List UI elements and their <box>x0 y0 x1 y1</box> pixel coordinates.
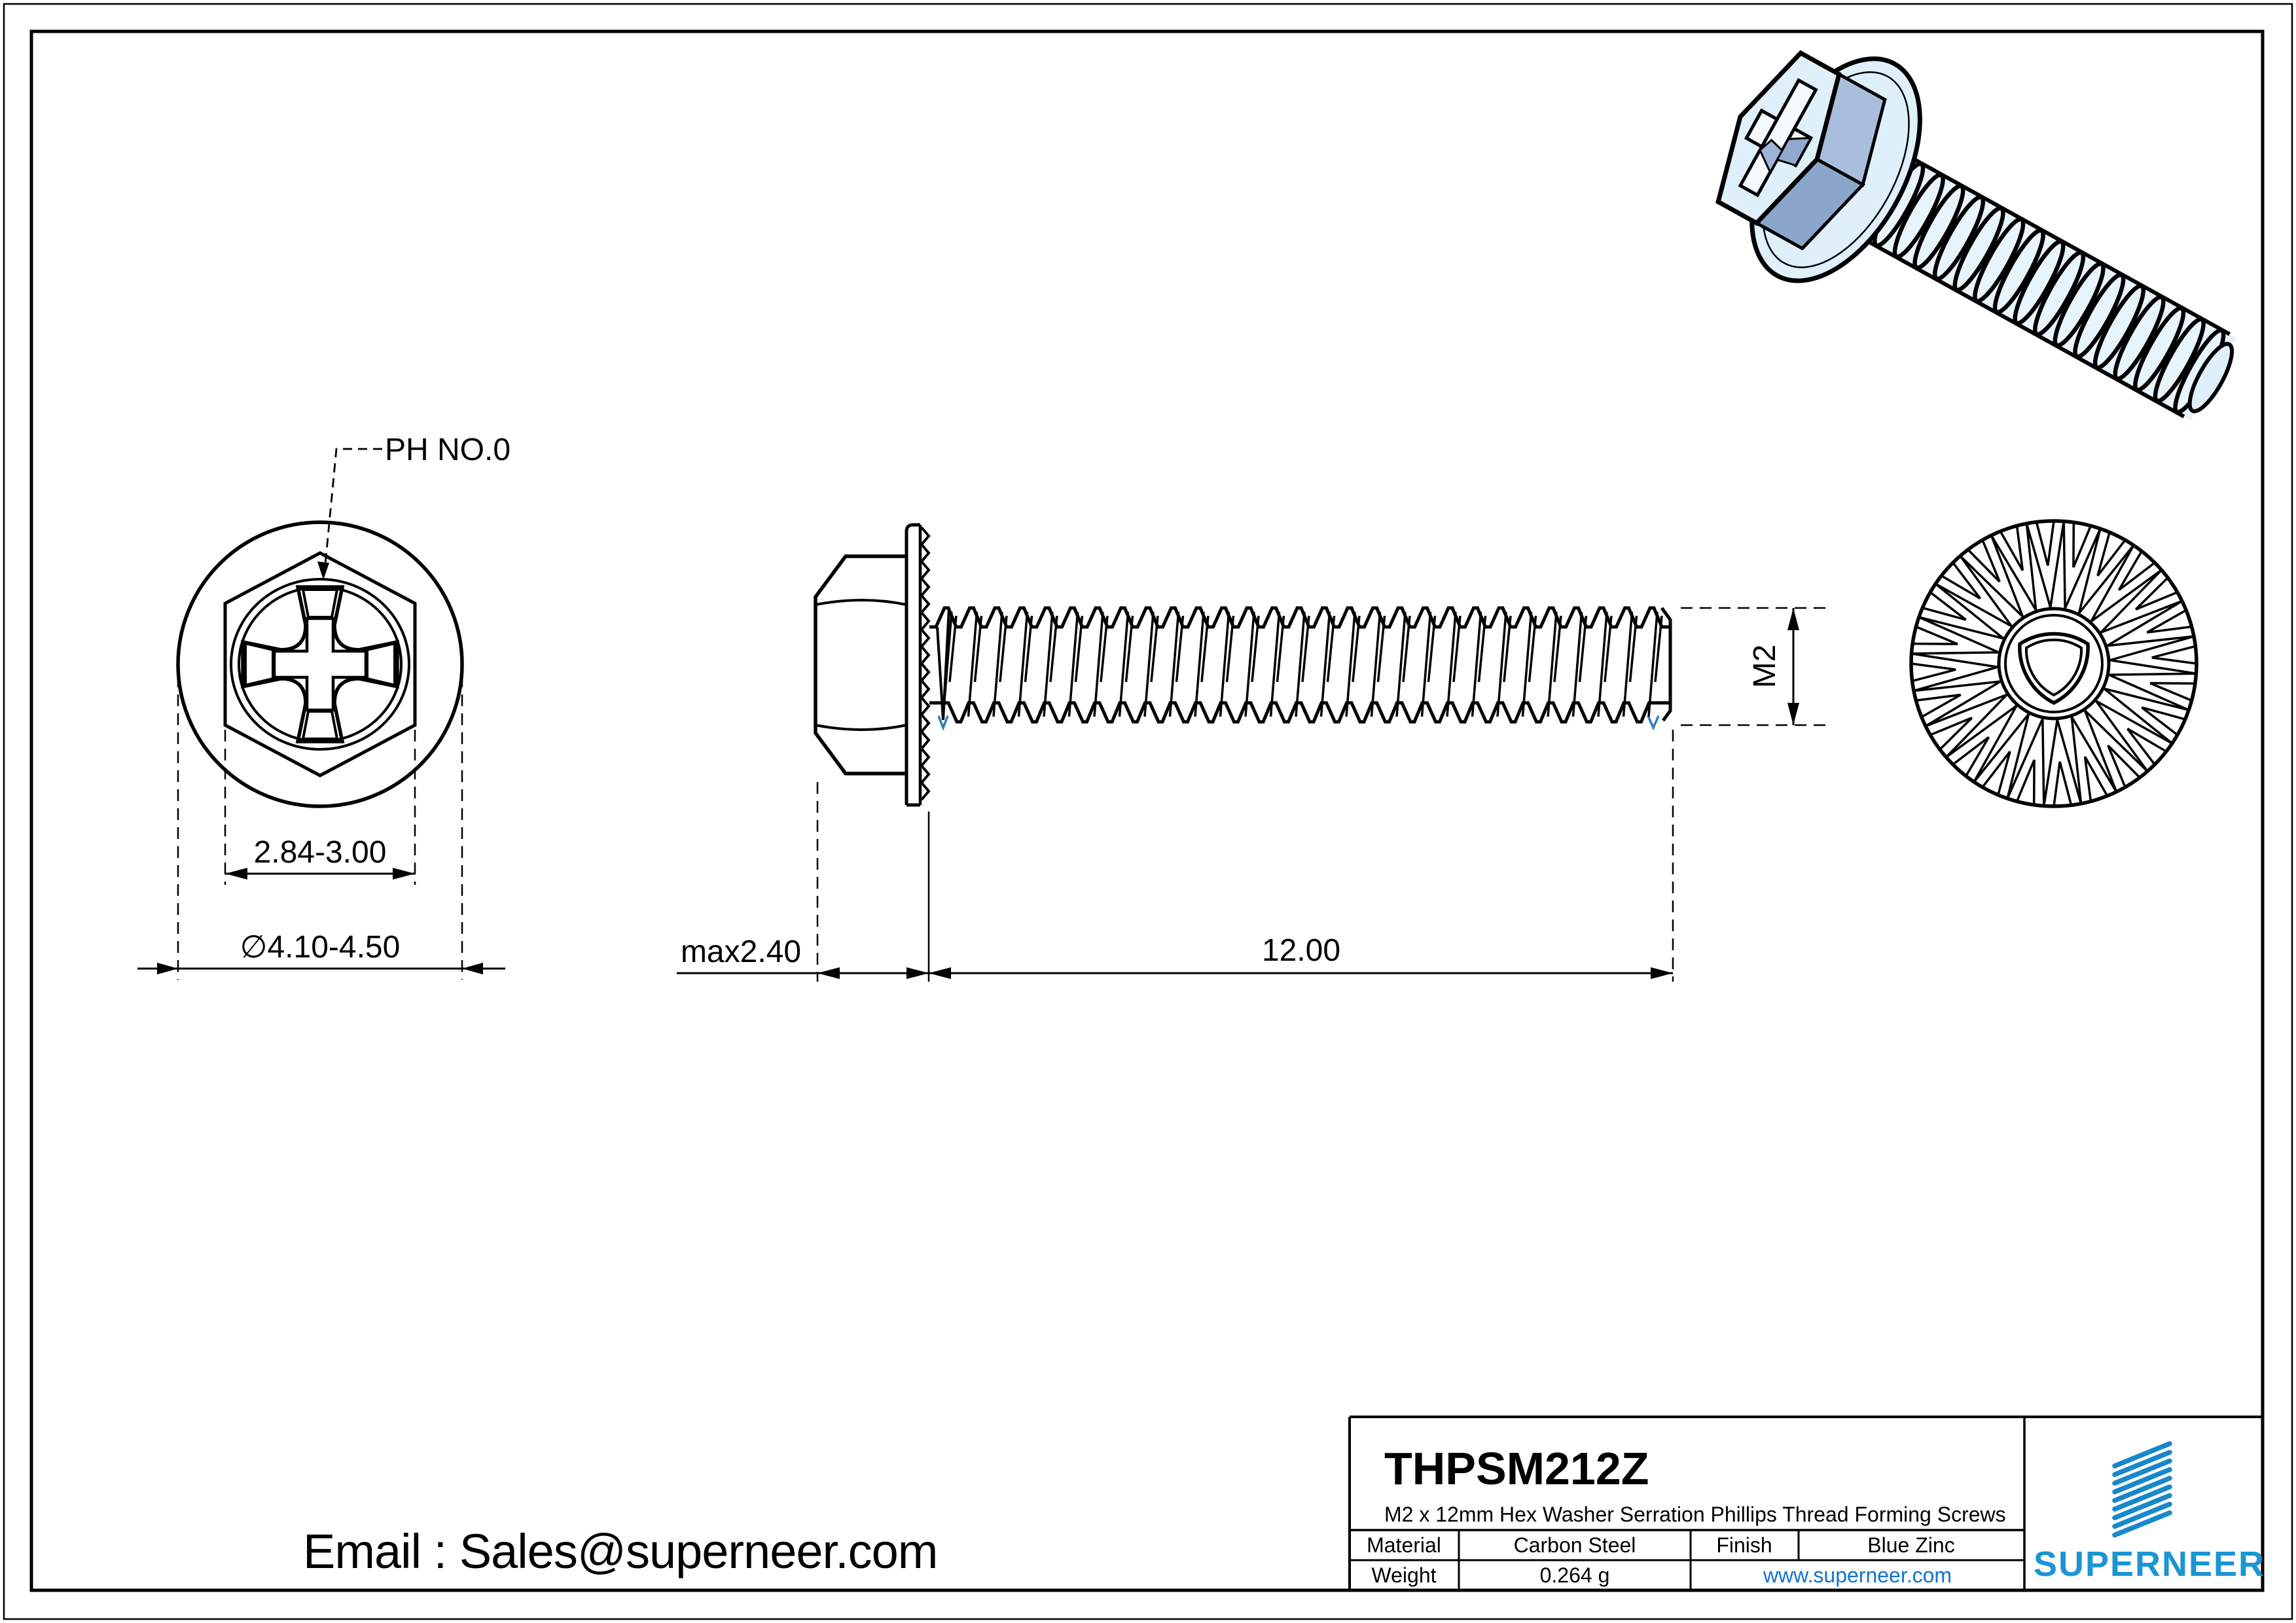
diagonal-stripes-logo-icon <box>2112 1441 2172 1538</box>
finish-value: Blue Zinc <box>1867 1533 1954 1557</box>
weight-label: Weight <box>1371 1563 1436 1587</box>
side-view-dimensions <box>677 607 1833 982</box>
across-flats-dim-text: 2.84-3.00 <box>254 835 387 870</box>
part-number: THPSM212Z <box>1384 1443 1649 1494</box>
material-value: Carbon Steel <box>1514 1533 1636 1557</box>
serration-teeth <box>1910 520 2197 807</box>
trilobular-hole-inner <box>2024 638 2083 697</box>
phillips-recess-inner <box>272 616 368 712</box>
recess-label: PH NO.0 <box>385 433 511 467</box>
side-view <box>814 523 1672 810</box>
front-view-dimensions <box>137 448 505 980</box>
iso-screw-tip <box>2187 342 2234 414</box>
hex-head-outline <box>223 551 417 777</box>
washer-outline-circle <box>176 520 464 808</box>
washer-serration-edge <box>920 526 931 801</box>
thread-size-dim-text: M2 <box>1748 645 1782 688</box>
material-label: Material <box>1367 1533 1441 1557</box>
sheet-frame <box>3 3 2293 1620</box>
leader-arrowhead <box>317 562 329 580</box>
finish-label: Finish <box>1716 1533 1772 1557</box>
contact-email[interactable]: Email : Sales@superneer.com <box>303 1524 938 1578</box>
title-block <box>1348 1416 2263 1590</box>
phillips-recess-outline <box>241 585 399 743</box>
brand-wordmark: SUPERNEER <box>2034 1544 2265 1584</box>
side-head-outline <box>814 554 906 776</box>
thread-flank-lines <box>942 611 1663 717</box>
trilobular-hole-outer <box>2018 632 2090 705</box>
thread-length-dim-text: 12.00 <box>1262 933 1340 968</box>
front-view <box>176 520 464 808</box>
weight-value: 0.264 g <box>1540 1563 1610 1587</box>
thread-bottom-profile <box>929 701 1670 724</box>
part-description: M2 x 12mm Hex Washer Serration Phillips … <box>1384 1503 2006 1526</box>
head-height-dim-text: max2.40 <box>681 935 801 969</box>
website-link[interactable]: www.superneer.com <box>1763 1563 1952 1587</box>
washer-dia-dim-text: ∅4.10-4.50 <box>240 930 401 965</box>
iso-3d-view <box>1715 50 2237 421</box>
screw-tip <box>1660 607 1672 722</box>
serration-view <box>1909 519 2198 808</box>
